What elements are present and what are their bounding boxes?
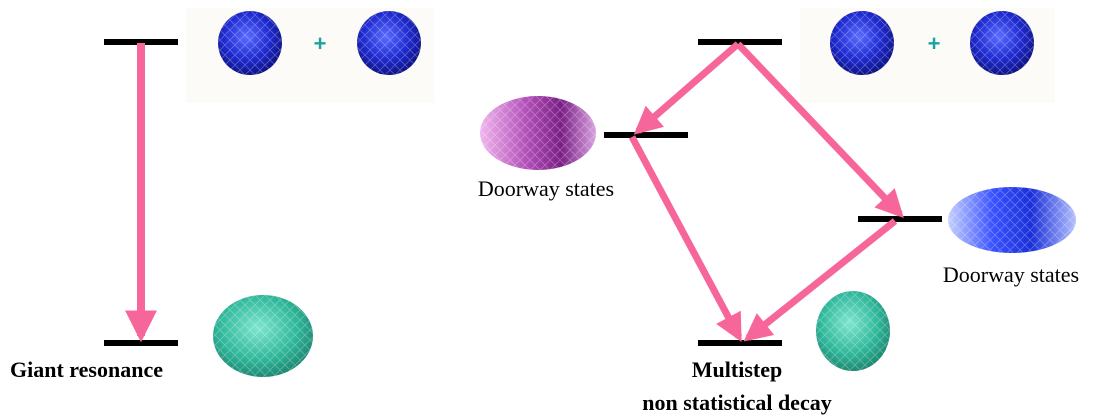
left-giant-resonance-diagram: + Giant resonance bbox=[10, 11, 421, 382]
doorway-nucleus-blue bbox=[948, 187, 1076, 253]
arrow-top-to-doorway-left bbox=[633, 41, 741, 135]
right-plus-sign: + bbox=[928, 31, 941, 56]
doorway-nucleus-purple bbox=[480, 96, 596, 170]
giant-resonance-caption: Giant resonance bbox=[10, 357, 163, 382]
multistep-caption-line2: non statistical decay bbox=[642, 390, 831, 415]
right-multistep-diagram: + Doorway states Doorway states Multiste… bbox=[478, 11, 1079, 415]
doorway-label-right: Doorway states bbox=[943, 262, 1079, 287]
doorway-label-left: Doorway states bbox=[478, 176, 614, 201]
arrow-top-to-doorway-right bbox=[735, 41, 904, 219]
left-plus-sign: + bbox=[314, 31, 327, 56]
left-nucleus-2 bbox=[357, 11, 421, 75]
left-excited-nucleus bbox=[213, 295, 313, 377]
left-nucleus-1 bbox=[218, 11, 282, 75]
right-nucleus-2 bbox=[970, 11, 1034, 75]
arrow-doorway-left-to-bottom bbox=[628, 135, 743, 342]
multistep-caption-line1: Multistep bbox=[692, 357, 782, 382]
arrow-doorway-right-to-bottom bbox=[743, 218, 898, 342]
right-nucleus-1 bbox=[830, 11, 894, 75]
right-excited-nucleus bbox=[816, 291, 890, 371]
